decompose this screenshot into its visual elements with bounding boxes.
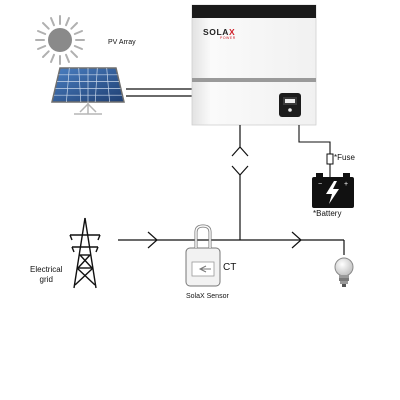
inverter-icon (191, 4, 317, 126)
sun-icon (35, 15, 85, 65)
battery-icon: − + (312, 173, 354, 208)
ct-sensor-icon (185, 224, 221, 287)
svg-text:−: − (318, 181, 322, 188)
main-bus-line (231, 125, 249, 240)
electrical-grid-label-line1: Electrical (30, 265, 63, 274)
light-bulb-icon (334, 257, 354, 287)
fuse-icon (326, 153, 334, 165)
grid-line (118, 231, 345, 255)
inverter-brand-logo: SOLAX POWER (203, 27, 236, 40)
electrical-grid-label-line2: grid (39, 275, 53, 284)
fuse-label: *Fuse (334, 153, 355, 162)
solax-sensor-label: SolaX Sensor (186, 293, 229, 300)
pv-array-label: PV Array (108, 39, 136, 46)
solar-panel-icon (51, 67, 125, 115)
pv-connection (126, 88, 192, 97)
svg-text:+: + (344, 181, 348, 188)
ct-label: CT (223, 262, 237, 273)
battery-connection (298, 125, 331, 177)
battery-label: *Battery (313, 209, 342, 218)
electrical-grid-label: Electrical grid (30, 265, 62, 285)
transmission-tower-icon (69, 217, 101, 289)
